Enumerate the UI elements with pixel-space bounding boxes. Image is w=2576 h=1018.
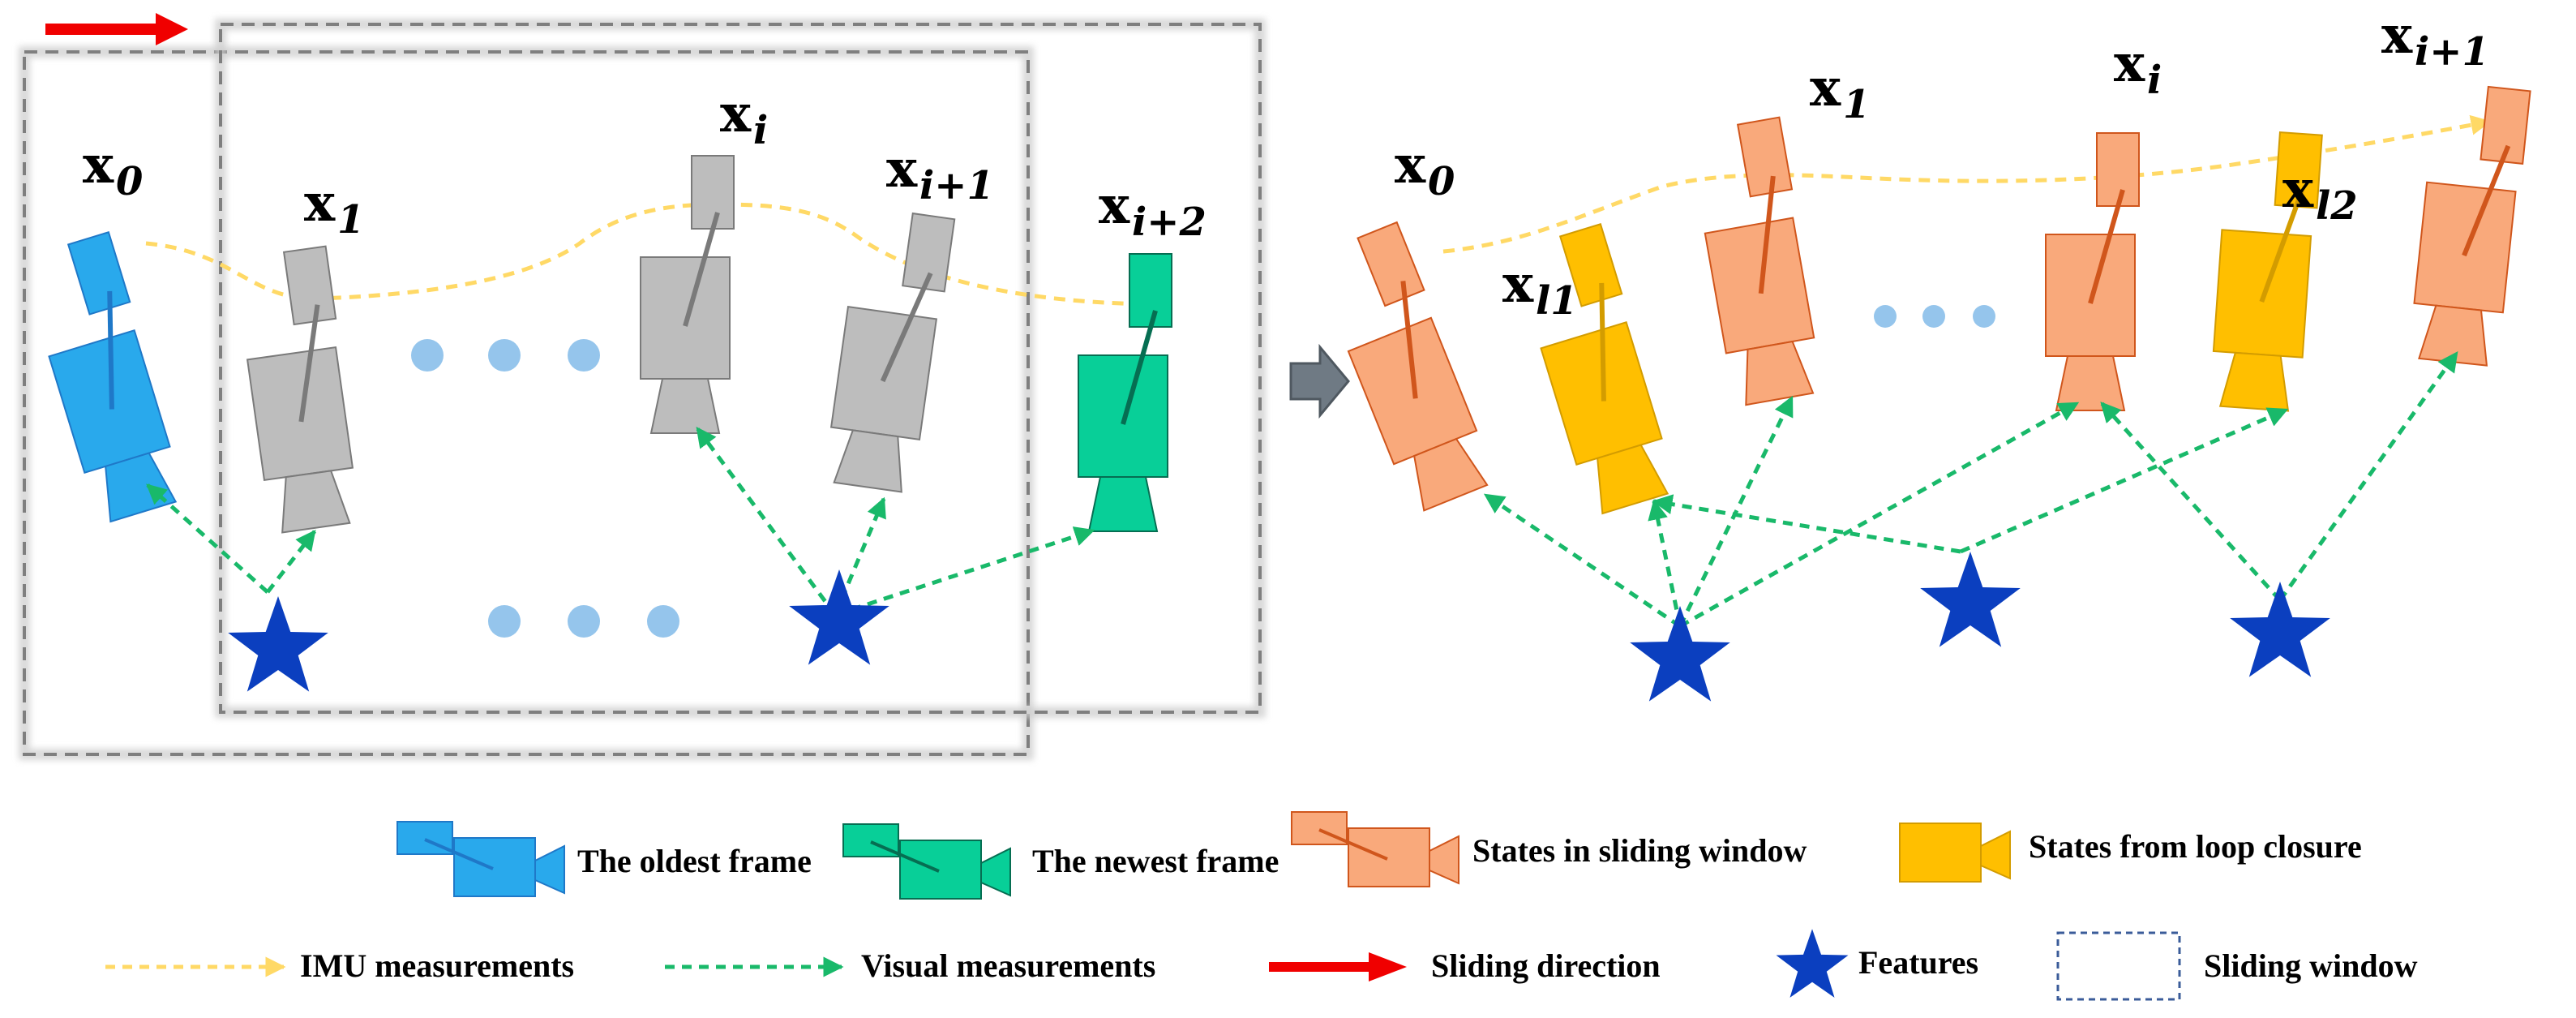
legend-visual-measurements: Visual measurements: [665, 947, 1155, 984]
svg-text:x: x: [886, 139, 918, 200]
label-xi-left: x i: [720, 84, 768, 153]
svg-text:l1: l1: [1536, 278, 1578, 324]
svg-text:x: x: [720, 84, 752, 144]
imu-measurement-path-right: [1442, 114, 2492, 254]
sliding-window-current: [215, 19, 1266, 718]
label-xi-right: x i: [2114, 33, 2162, 103]
legend-sliding-states: States in sliding window: [1290, 810, 1807, 888]
svg-text:i: i: [753, 108, 768, 153]
camera-sliding-x1-right: [1687, 118, 1828, 407]
svg-text:x: x: [1099, 175, 1130, 236]
visual-measurements-right: [1483, 350, 2459, 629]
camera-oldest-x0: [19, 232, 190, 525]
svg-text:x: x: [83, 135, 114, 195]
svg-text:i+1: i+1: [919, 163, 994, 208]
camera-sliding-xi-right: [2046, 133, 2139, 410]
label-xi1-right: x i+1: [2381, 5, 2489, 75]
svg-text:x: x: [2381, 5, 2413, 66]
label-x1-left: x 1: [304, 173, 364, 243]
svg-text:Visual measurements: Visual measurements: [861, 947, 1155, 984]
feature-star-left-1: [228, 596, 328, 692]
feature-star-right-1: [1630, 606, 1730, 702]
legend: The oldest frame The newest frame States…: [105, 810, 2418, 1001]
feature-star-right-3: [2230, 582, 2330, 677]
svg-text:i+2: i+2: [1132, 200, 1207, 245]
svg-text:IMU measurements: IMU measurements: [300, 947, 574, 984]
svg-text:Features: Features: [1858, 944, 1978, 981]
label-xl2: x l2: [2282, 159, 2358, 229]
sliding-direction-arrow: [45, 13, 188, 45]
svg-text:x: x: [1395, 135, 1426, 195]
camera-xi1-left: [824, 206, 954, 494]
sliding-window-previous: [19, 46, 1034, 760]
transition-arrow: [1289, 343, 1350, 419]
feature-star-right-2: [1920, 552, 2021, 647]
camera-x1-left: [234, 247, 364, 535]
ellipsis-dots-upper-left: [411, 339, 600, 372]
camera-loop-xl1: [1511, 224, 1682, 517]
legend-features: Features: [1776, 929, 1978, 998]
label-xi2-left: x i+2: [1099, 175, 1207, 245]
svg-text:i+1: i+1: [2415, 29, 2489, 75]
ellipsis-dots-right: [1874, 305, 1995, 328]
svg-text:x: x: [2114, 33, 2145, 94]
legend-sliding-direction: Sliding direction: [1269, 947, 1661, 984]
svg-text:l2: l2: [2316, 183, 2358, 229]
legend-oldest-frame: The oldest frame: [396, 820, 812, 898]
legend-loop-states: States from loop closure: [1899, 823, 2362, 883]
label-xi1-left: x i+1: [886, 139, 994, 208]
svg-text:0: 0: [1428, 159, 1455, 204]
svg-text:The oldest frame: The oldest frame: [577, 843, 812, 879]
svg-text:States from loop closure: States from loop closure: [2029, 828, 2362, 865]
label-x0-left: x 0: [83, 135, 143, 204]
label-x1-right: x 1: [1810, 58, 1870, 127]
svg-text:x: x: [1810, 58, 1841, 118]
legend-sliding-window: Sliding window: [2056, 931, 2418, 1001]
svg-text:i: i: [2147, 58, 2162, 103]
legend-imu-measurements: IMU measurements: [105, 947, 574, 984]
label-x0-right: x 0: [1395, 135, 1455, 204]
svg-text:x: x: [304, 173, 336, 234]
svg-text:Sliding window: Sliding window: [2204, 947, 2418, 984]
svg-text:The newest frame: The newest frame: [1032, 843, 1279, 879]
svg-text:States in sliding window: States in sliding window: [1472, 832, 1807, 869]
svg-text:x: x: [2282, 159, 2314, 220]
legend-newest-frame: The newest frame: [842, 823, 1279, 900]
svg-text:0: 0: [116, 159, 143, 204]
label-xl1: x l1: [1502, 254, 1578, 324]
svg-text:1: 1: [1843, 82, 1870, 127]
svg-text:1: 1: [337, 197, 364, 243]
ellipsis-dots-lower-left: [488, 605, 679, 638]
camera-xi-left: [641, 156, 734, 433]
camera-newest-xi2: [1078, 254, 1172, 531]
svg-text:Sliding direction: Sliding direction: [1431, 947, 1661, 984]
svg-text:x: x: [1502, 254, 1534, 315]
feature-star-left-2: [789, 569, 889, 665]
